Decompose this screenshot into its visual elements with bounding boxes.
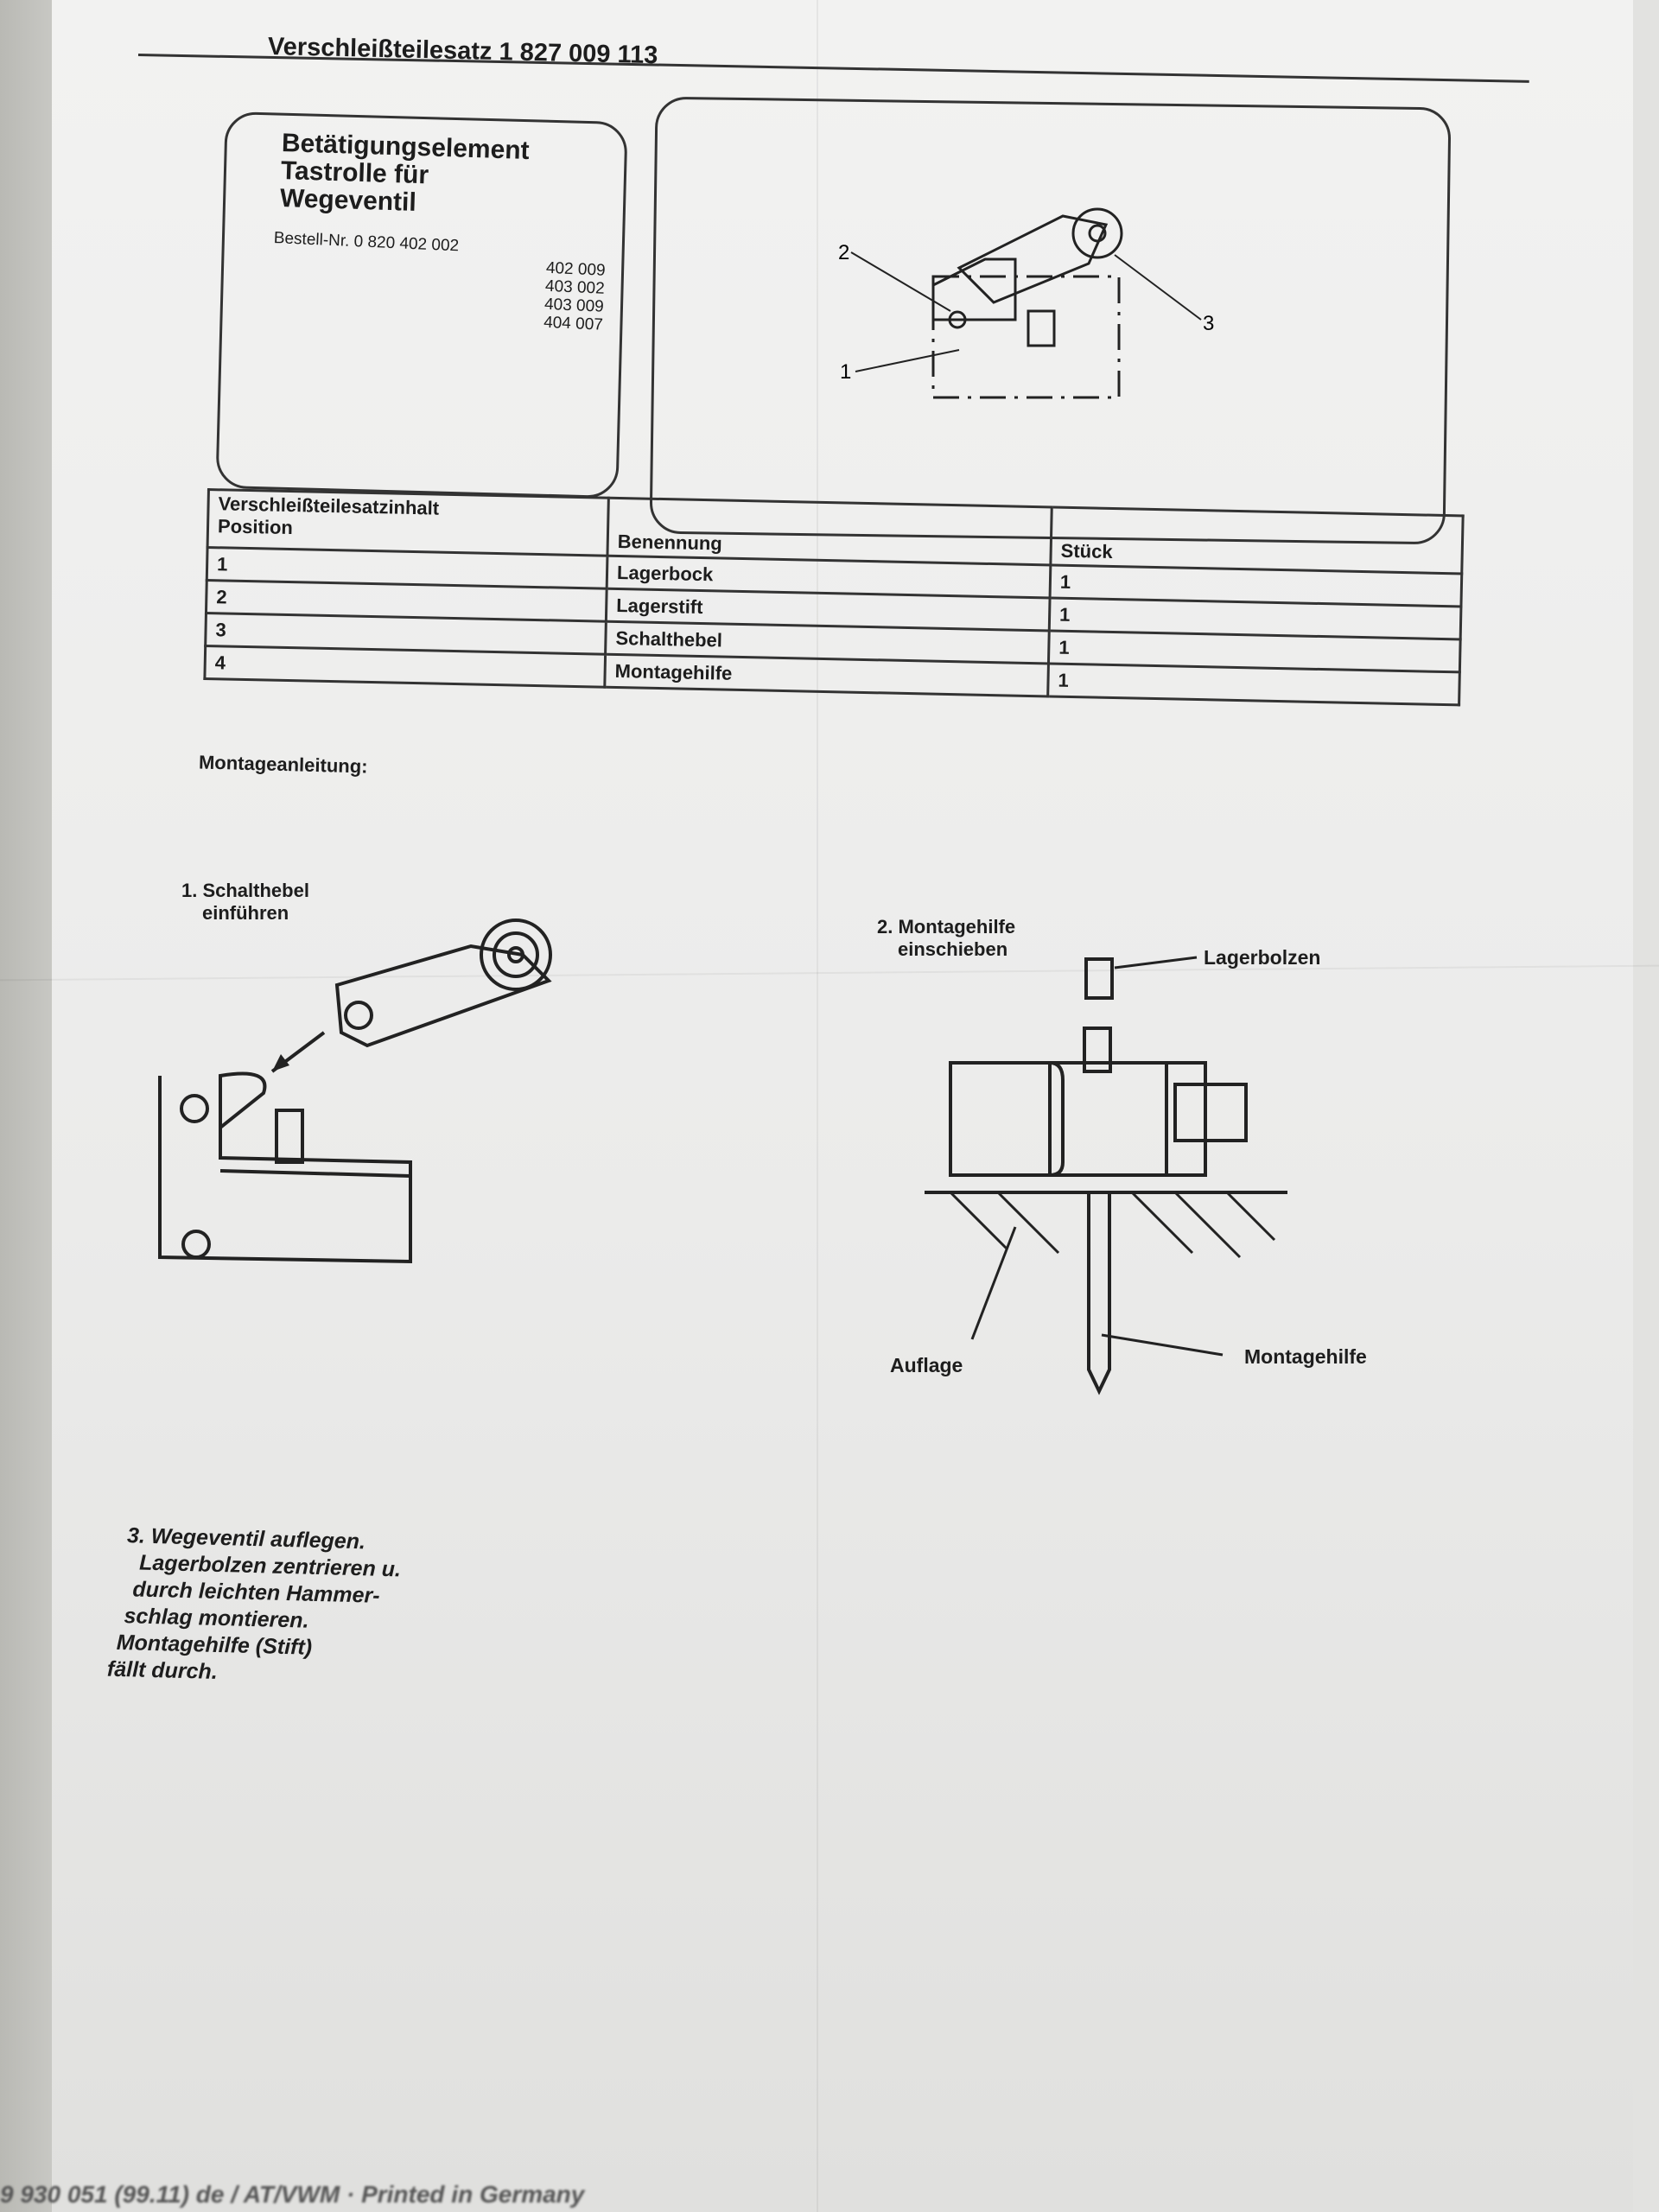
callout-3: 3 <box>1203 312 1214 335</box>
name-header: Benennung <box>607 498 1052 565</box>
instructions-heading: Montageanleitung: <box>198 751 368 778</box>
step-2-label: 2. Montagehilfe einschieben <box>877 916 1016 960</box>
qty-header: Stück <box>1050 506 1464 574</box>
parts-table: Verschleißteilesatzinhalt Position Benen… <box>203 488 1464 706</box>
paper-sheet <box>52 0 1633 2212</box>
fold-line-vertical <box>817 0 818 2212</box>
label-montagehilfe: Montagehilfe <box>1244 1345 1367 1368</box>
step-3-text: 3. Wegeventil auflegen. Lagerbolzen zent… <box>106 1523 402 1684</box>
position-header: Verschleißteilesatzinhalt Position <box>207 489 609 556</box>
callout-2: 2 <box>838 241 849 264</box>
label-auflage: Auflage <box>890 1354 963 1376</box>
label-lagerbolzen: Lagerbolzen <box>1204 946 1321 969</box>
roller-lever-diagram: 2 1 3 <box>838 207 1214 399</box>
footer-print-code: 9 930 051 (99.11) de / AT/VWM · Printed … <box>0 2181 585 2208</box>
product-name: Betätigungselement Tastrolle für Wegeven… <box>279 129 530 220</box>
step-2-diagram <box>925 956 1287 1395</box>
step-1-diagram <box>158 918 552 1264</box>
callout-1: 1 <box>840 360 851 384</box>
order-numbers: Bestell-Nr. 0 820 402 002 402 009 403 00… <box>270 229 607 334</box>
step-1-label: 1. Schalthebel einführen <box>181 880 309 924</box>
